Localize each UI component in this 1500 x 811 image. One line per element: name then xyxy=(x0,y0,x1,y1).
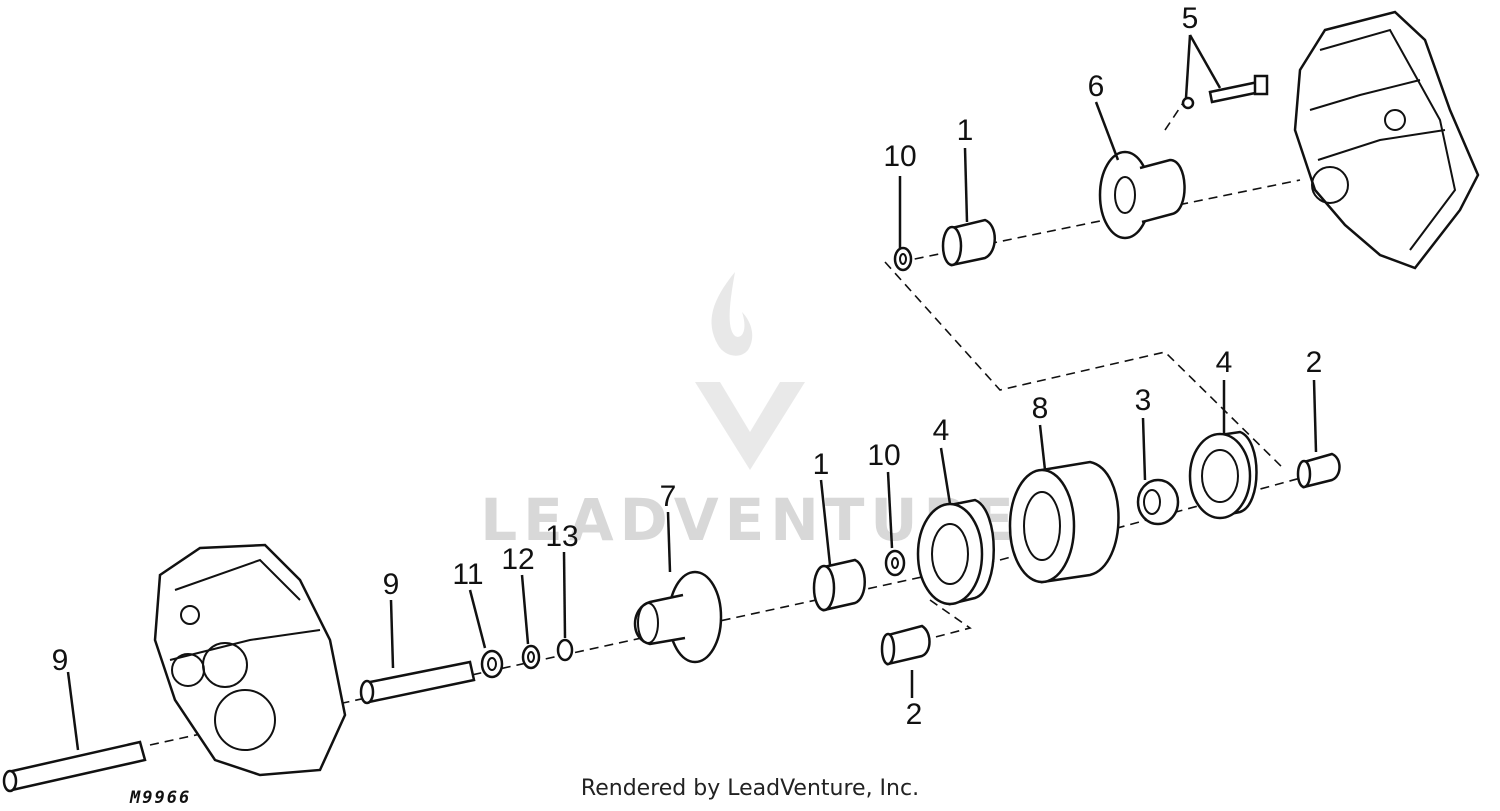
callout-6: 6 xyxy=(1088,70,1105,103)
leadventure-logo-icon xyxy=(695,272,805,470)
callout-2-bottom: 2 xyxy=(906,698,923,731)
part-12-washer xyxy=(521,644,541,670)
part-2-pin-bottom xyxy=(880,624,931,666)
callout-10-center: 10 xyxy=(867,439,900,472)
part-8-ring-gear xyxy=(1008,460,1120,584)
callout-1-upper: 1 xyxy=(957,114,974,147)
part-5-bolt xyxy=(1181,74,1269,110)
part-9-shaft-long xyxy=(2,740,147,793)
part-3-ring xyxy=(1136,478,1180,526)
upper-housing xyxy=(1293,10,1480,270)
part-7-hub xyxy=(633,570,723,664)
callout-2-right: 2 xyxy=(1306,346,1323,379)
part-11-washer xyxy=(480,649,504,679)
callout-10-upper: 10 xyxy=(883,140,916,173)
part-6-flange xyxy=(1098,150,1186,240)
part-4-carrier-center xyxy=(916,498,995,606)
figure-id: M9966 xyxy=(129,788,191,808)
part-10-washer-center xyxy=(884,549,906,577)
leader-lines xyxy=(66,34,1318,751)
callout-4-right: 4 xyxy=(1216,346,1233,379)
part-2-pin-right xyxy=(1296,452,1341,489)
part-9-shaft-short xyxy=(359,660,476,705)
callout-13: 13 xyxy=(545,520,578,553)
callout-9-long-shaft: 9 xyxy=(52,644,69,677)
part-13-washer xyxy=(556,638,574,662)
callout-11: 11 xyxy=(452,558,483,591)
callout-4-center: 4 xyxy=(933,414,950,447)
lower-housing xyxy=(153,543,347,777)
part-4-carrier-right xyxy=(1188,430,1258,520)
callout-1-center: 1 xyxy=(813,448,830,481)
callout-3: 3 xyxy=(1135,384,1152,417)
callouts: 10 1 6 5 4 2 8 3 4 10 1 7 13 12 11 9 9 2 xyxy=(52,2,1323,731)
callout-7: 7 xyxy=(660,480,677,513)
render-credit: Rendered by LeadVenture, Inc. xyxy=(580,776,920,801)
part-10-washer-upper xyxy=(893,246,913,272)
callout-5: 5 xyxy=(1182,2,1199,35)
callout-12: 12 xyxy=(501,543,534,576)
callout-9-short-shaft: 9 xyxy=(383,568,400,601)
part-1-bearing-upper xyxy=(941,218,996,267)
callout-8: 8 xyxy=(1032,392,1049,425)
part-1-pinion-center xyxy=(812,558,866,612)
